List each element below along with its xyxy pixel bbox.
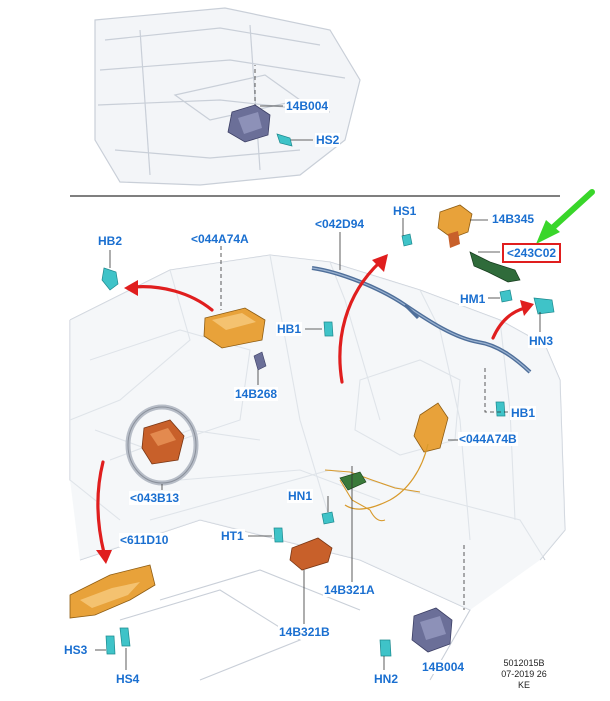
drawing-number: 5012015B xyxy=(503,658,545,668)
callout-14b004-bottom: 14B004 xyxy=(421,660,466,674)
green-indicator-arrow xyxy=(545,189,595,235)
leader-lines-main xyxy=(95,218,541,670)
fastener-hs1 xyxy=(401,233,413,247)
callout-hs2: HS2 xyxy=(315,133,341,147)
fastener-ht1 xyxy=(273,527,284,543)
vehicle-body-fill xyxy=(70,255,565,610)
leader-lines-top xyxy=(254,65,313,141)
arrow-to-hb2 xyxy=(132,285,214,312)
rear-sensor-top xyxy=(227,104,271,143)
knee-airbag-module xyxy=(69,564,156,619)
callout-hs4: HS4 xyxy=(115,672,141,686)
callout-243c02: <243C02 xyxy=(502,243,562,263)
floor-connector xyxy=(339,471,367,491)
red-arrowheads xyxy=(96,254,534,564)
callout-14b004-top: 14B004 xyxy=(285,99,330,113)
callout-14b321a: 14B321A xyxy=(323,583,376,597)
fastener-hb1-left xyxy=(323,321,334,337)
callout-hb2: HB2 xyxy=(97,234,124,248)
red-arrows xyxy=(96,260,527,555)
side-sensor-14b345 xyxy=(437,204,473,248)
fastener-hn1 xyxy=(321,511,335,525)
callout-hs1: HS1 xyxy=(392,204,418,218)
callout-hn3: HN3 xyxy=(528,334,555,348)
callout-hn1: HN1 xyxy=(287,489,314,503)
callout-14b321b: 14B321B xyxy=(278,625,331,639)
drawing-author: KE xyxy=(517,680,530,690)
arrow-to-042d94 xyxy=(338,260,382,384)
callout-043b13: <043B13 xyxy=(129,491,181,505)
fastener-hb1-right xyxy=(495,401,506,417)
restraint-control-module xyxy=(289,537,333,571)
callout-044a74b: <044A74B xyxy=(458,432,518,446)
arrow-to-611d10 xyxy=(96,460,106,555)
drawing-reference: 5012015B 07-2019 26 KE xyxy=(476,658,572,691)
fastener-hn2 xyxy=(379,639,392,657)
callout-14b268: 14B268 xyxy=(234,387,279,401)
fastener-hn3 xyxy=(533,297,555,315)
rear-sensor-bottom xyxy=(411,607,453,653)
callout-hb1-right: HB1 xyxy=(510,406,537,420)
fastener-hs3 xyxy=(105,635,116,655)
passenger-airbag-module xyxy=(203,307,266,349)
fasteners xyxy=(101,233,555,657)
callout-042d94: <042D94 xyxy=(314,217,366,231)
callout-hb1-left: HB1 xyxy=(276,322,303,336)
green-indicator-arrowhead xyxy=(536,220,560,244)
callout-ht1: HT1 xyxy=(220,529,245,543)
bracket-243c02 xyxy=(469,251,521,283)
curtain-airbag-harness xyxy=(311,266,532,374)
callout-14b345: 14B345 xyxy=(491,212,536,226)
callout-044a74a: <044A74A xyxy=(190,232,250,246)
fastener-hb2 xyxy=(101,267,119,291)
callout-hn2: HN2 xyxy=(373,672,400,686)
bolt-hs2 xyxy=(276,133,293,147)
arrow-to-hn3 xyxy=(491,306,527,340)
driver-airbag-module xyxy=(141,419,185,465)
rear-bumper-outline xyxy=(94,7,361,186)
sensor-14b268 xyxy=(253,351,267,371)
side-airbag-module xyxy=(344,402,449,510)
fastener-hs4 xyxy=(119,627,131,647)
steering-wheel xyxy=(125,404,199,486)
fastener-hm1 xyxy=(499,289,513,303)
callout-611d10: <611D10 xyxy=(119,533,170,547)
drawing-date-code: 07-2019 26 xyxy=(501,669,547,679)
callout-hs3: HS3 xyxy=(63,643,89,657)
callout-hm1: HM1 xyxy=(459,292,487,306)
